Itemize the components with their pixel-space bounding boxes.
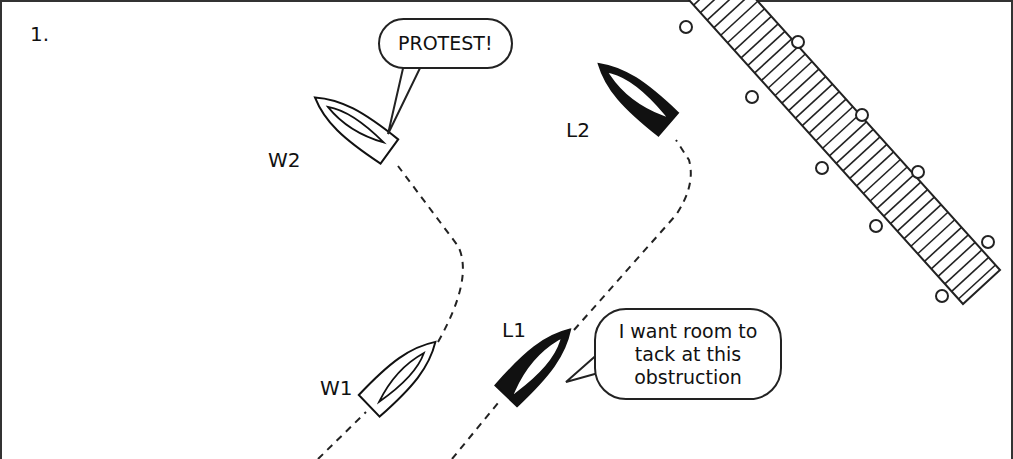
- sail: [326, 101, 385, 148]
- piling: [936, 290, 948, 302]
- hatch-line: [802, 92, 839, 126]
- hatch-line: [958, 265, 995, 299]
- boat-label: W2: [268, 148, 301, 172]
- hatch-line: [782, 69, 819, 103]
- hatch-line: [829, 122, 866, 156]
- track: [318, 412, 366, 459]
- hatch-line: [911, 212, 948, 246]
- hatch-line: [823, 114, 860, 148]
- dock-obstruction: [680, 0, 1000, 304]
- hatch-line: [728, 9, 765, 43]
- boat: [306, 85, 399, 164]
- sail: [374, 350, 429, 403]
- hatch-line: [816, 107, 853, 141]
- figure-number: 1.: [30, 22, 49, 46]
- piling: [746, 91, 758, 103]
- boat: [589, 52, 679, 136]
- boat-label: L1: [502, 318, 526, 342]
- hatch-line: [768, 54, 805, 88]
- hatch-line: [843, 137, 880, 171]
- piling: [870, 220, 882, 232]
- sail: [609, 69, 665, 120]
- hatch-line: [755, 39, 792, 73]
- hull: [589, 52, 679, 136]
- hatch-line: [748, 31, 785, 65]
- hatch-line: [931, 235, 968, 269]
- hull: [495, 319, 581, 407]
- boat: [495, 319, 581, 407]
- hatch-line: [925, 227, 962, 261]
- hull: [306, 85, 399, 164]
- speech-tail: [388, 64, 422, 134]
- hatch-line: [938, 242, 975, 276]
- dock-outline: [680, 0, 1000, 304]
- piling: [680, 21, 692, 33]
- hatch-line: [762, 46, 799, 80]
- piling: [856, 109, 868, 121]
- track: [398, 166, 463, 342]
- track: [452, 403, 498, 459]
- sail: [511, 339, 564, 394]
- hatch-line: [870, 167, 907, 201]
- boat-tracks: [318, 140, 691, 459]
- hatch-line: [775, 62, 812, 96]
- boat-label: W1: [320, 376, 353, 400]
- hatch-line: [897, 197, 934, 231]
- track: [574, 140, 691, 330]
- hatch-line: [789, 77, 826, 111]
- hatch-line: [891, 190, 928, 224]
- hatch-line: [795, 84, 832, 118]
- boat: [358, 331, 446, 417]
- hatch-line: [945, 250, 982, 284]
- hatch-line: [918, 220, 955, 254]
- hull: [358, 331, 446, 417]
- piling: [982, 236, 994, 248]
- speech-bubble: I want room to tack at this obstruction: [594, 308, 782, 400]
- hatch-line: [884, 182, 921, 216]
- hatch-line: [863, 159, 900, 193]
- speech-bubble: PROTEST!: [378, 18, 513, 69]
- hatch-line: [836, 129, 873, 163]
- piling: [816, 162, 828, 174]
- piling: [912, 166, 924, 178]
- hatch-line: [850, 144, 887, 178]
- hatch-line: [734, 16, 771, 50]
- hatch-line: [877, 175, 914, 209]
- hatch-line: [857, 152, 894, 186]
- hatch-line: [952, 257, 989, 291]
- speech-text: I want room to tack at this obstruction: [612, 320, 764, 388]
- hatch-line: [809, 99, 846, 133]
- speech-text: PROTEST!: [398, 32, 493, 55]
- piling: [792, 36, 804, 48]
- boat-label: L2: [566, 118, 590, 142]
- hatch-line: [741, 24, 778, 58]
- hatch-line: [721, 1, 758, 35]
- hatch-line: [904, 205, 941, 239]
